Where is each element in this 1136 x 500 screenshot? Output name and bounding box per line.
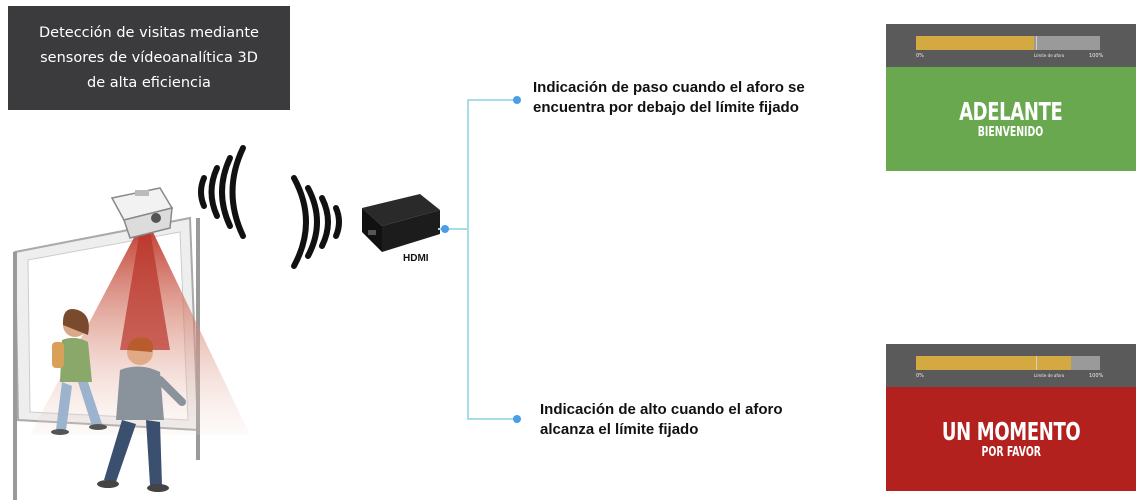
occupancy-bar [916,356,1100,370]
connector-dot [441,225,449,233]
limit-tick [1036,356,1037,370]
title-line-2: sensores de vídeoanalítica 3D [40,49,258,66]
annotation-stop-line-1: Indicación de alto cuando el aforo [540,401,783,418]
person-icon [97,337,186,492]
occupancy-bar [916,36,1100,50]
wireless-signal-icon [291,175,342,269]
occupancy-bar-fill [916,356,1071,370]
title-line-3: de alta eficiencia [87,74,211,91]
annotation-go: Indicación de paso cuando el aforo se en… [533,78,805,118]
status-main-text: UN MOMENTO [941,417,1081,446]
occupancy-panel: 0% Límite de aforo 100% [886,24,1136,67]
annotation-go-line-1: Indicación de paso cuando el aforo se [533,79,805,96]
connector-dot [513,415,521,423]
status-panel: UN MOMENTO POR FAVOR [886,387,1136,491]
status-sub-text: POR FAVOR [981,445,1041,460]
occupancy-bar-fill [916,36,1034,50]
wireless-signal-icon [198,145,246,239]
3d-sensor-icon [110,187,174,239]
annotation-stop-line-2: alcanza el límite fijado [540,421,699,438]
screen-go: 0% Límite de aforo 100% ADELANTE BIENVEN… [886,24,1136,171]
annotation-stop: Indicación de alto cuando el aforo alcan… [540,400,783,440]
connector-line [467,418,517,420]
connector-dot [513,96,521,104]
bar-limit-label: Límite de aforo [1034,53,1065,58]
hdmi-label: HDMI [403,253,429,264]
status-panel: ADELANTE BIENVENIDO [886,67,1136,171]
status-sub-text: BIENVENIDO [978,125,1044,140]
screen-stop: 0% Límite de aforo 100% UN MOMENTO POR F… [886,344,1136,491]
title-line-1: Detección de visitas mediante [39,24,259,41]
title-box: Detección de visitas mediante sensores d… [8,6,290,110]
bar-max-label: 100% [1089,373,1104,379]
limit-tick [1036,36,1037,50]
scene-illustration [13,145,440,500]
bar-min-label: 0% [916,53,924,59]
media-player-icon [362,194,440,252]
connector-line [438,228,468,230]
bar-min-label: 0% [916,373,924,379]
occupancy-panel: 0% Límite de aforo 100% [886,344,1136,387]
bar-limit-label: Límite de aforo [1034,373,1065,378]
status-main-text: ADELANTE [959,97,1063,126]
connector-line [467,99,469,419]
bar-max-label: 100% [1089,53,1104,59]
person-icon [51,309,107,435]
annotation-go-line-2: encuentra por debajo del límite fijado [533,99,799,116]
connector-line [467,99,517,101]
